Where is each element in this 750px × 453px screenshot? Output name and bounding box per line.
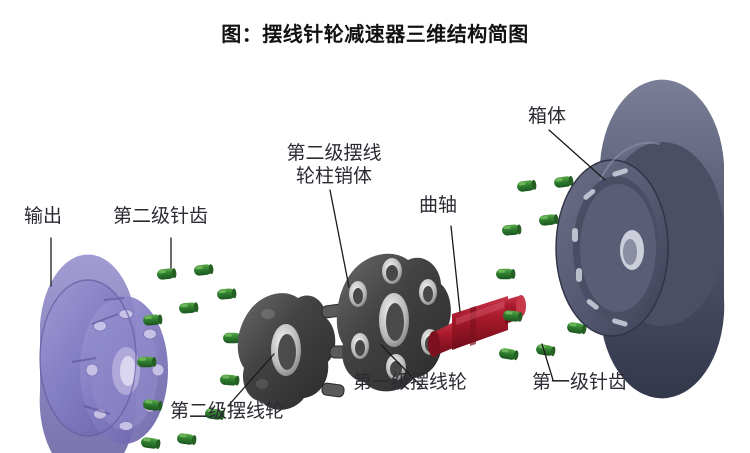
label-stage1-pin-teeth: 第一级针齿 (532, 372, 628, 393)
label-stage1-cycloid-wheel: 第一级摆线轮 (353, 372, 468, 393)
label-stage2-cycloid-pin-body-line2: 轮柱销体 (295, 166, 372, 188)
label-stage2-cycloid-pin-body-line1: 第二级摆线 (286, 143, 382, 164)
leader-stage1-cycloid-wheel (380, 344, 423, 388)
output-flange-part (39, 254, 168, 453)
stage2-cycloid-wheel-part (237, 293, 351, 410)
leader-stage1-pin-teeth (541, 343, 554, 381)
figure-title: 图：摆线针轮减速器三维结构简图 (221, 24, 529, 46)
leader-crankshaft (450, 225, 461, 313)
label-housing: 箱体 (528, 106, 567, 127)
crankshaft-part (428, 295, 526, 357)
exploded-assembly-illustration (39, 79, 725, 453)
diagram-stage: 输出 第二级针齿 第二级摆线 轮柱销体 曲轴 箱体 第二级摆线轮 第一级摆线轮 … (0, 62, 750, 453)
label-stage2-cycloid-pin-body: 第二级摆线 轮柱销体 (264, 142, 404, 188)
leader-stage2-cycloid-wheel (227, 353, 275, 407)
leader-pin-carrier (329, 189, 350, 288)
label-stage2-cycloid-wheel: 第二级摆线轮 (170, 401, 285, 422)
housing-part (555, 79, 725, 399)
stage1-cycloid-wheel-part (336, 253, 451, 392)
leader-housing (548, 129, 606, 181)
leader-lines (50, 129, 606, 407)
label-stage2-pin-teeth: 第二级针齿 (113, 206, 209, 227)
label-output: 输出 (24, 206, 63, 227)
label-crankshaft: 曲轴 (419, 195, 458, 216)
